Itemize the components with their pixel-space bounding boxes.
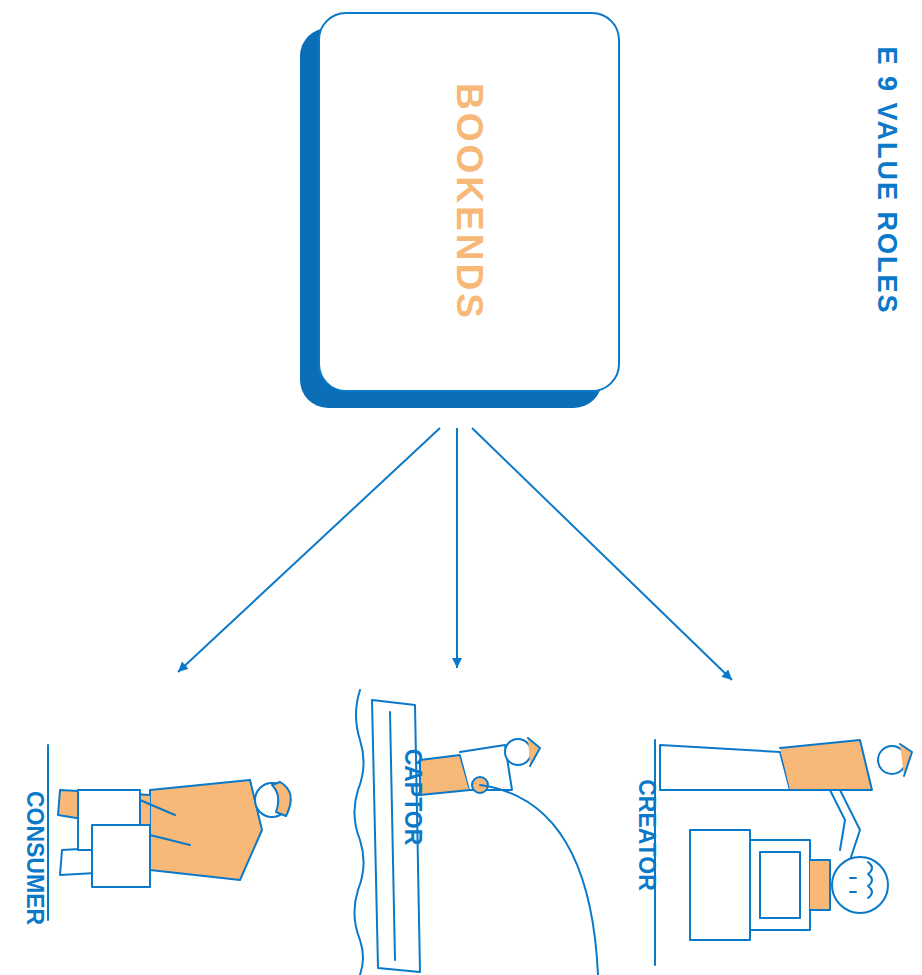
arrow-connector (456, 428, 458, 668)
bookends-box: BOOKENDS (300, 12, 620, 408)
box-label: BOOKENDS (448, 83, 490, 321)
role-node: CREATOR (612, 680, 915, 972)
role-node: CONSUMER (8, 672, 308, 964)
role-label: CAPTOR (398, 749, 425, 846)
role-label: CONSUMER (20, 791, 47, 925)
arrow-connector (472, 428, 732, 680)
arrow-connector (178, 428, 440, 672)
role-node: CAPTOR (345, 668, 610, 974)
role-label: CREATOR (632, 779, 659, 891)
diagram-title: E 9 VALUE ROLES (871, 46, 902, 314)
captor-figure (354, 690, 598, 975)
creator-figure (655, 740, 912, 965)
consumer-figure (48, 745, 291, 920)
box-face: BOOKENDS (318, 12, 620, 392)
